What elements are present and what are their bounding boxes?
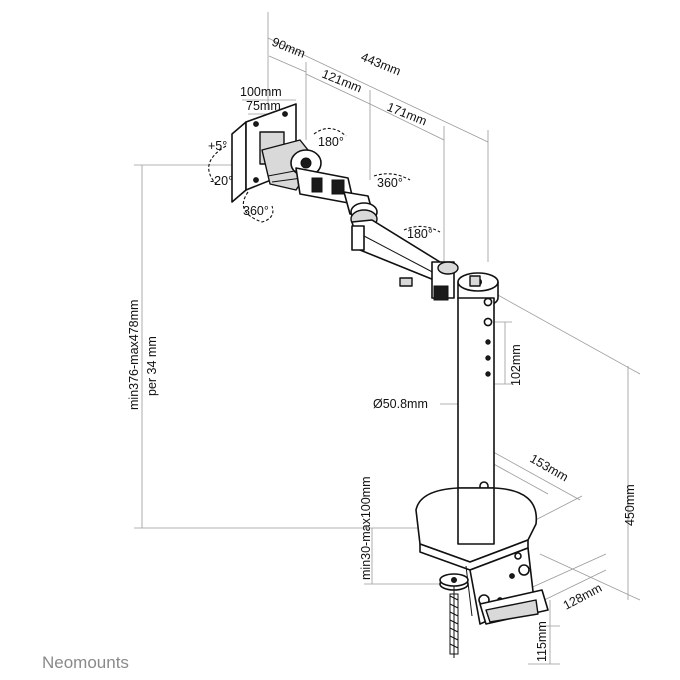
rotation-labels: +5° -20° 360° 180° 360° 180° xyxy=(208,135,433,241)
dim-vesa-100: 100mm xyxy=(240,85,282,99)
label-swivel-3: 180° xyxy=(407,227,433,241)
dim-total-height: 450mm xyxy=(623,484,637,526)
vesa-plate xyxy=(231,121,247,203)
dim-vesa-75: 75mm xyxy=(246,99,281,113)
dim-vesa-offset: 90mm xyxy=(270,35,307,61)
label-rotate-head: 360° xyxy=(243,204,269,218)
label-tilt-up: +5° xyxy=(208,139,227,153)
dimension-labels: 443mm 90mm 121mm 171mm 100mm 75mm 102mm … xyxy=(127,35,637,662)
dimension-lines xyxy=(134,12,641,665)
monitor-arm xyxy=(231,103,549,658)
dim-desk-thickness: min30-max100mm xyxy=(359,476,373,580)
dim-clamp-depth: 153mm xyxy=(528,451,571,484)
dim-arm-segment-2: 171mm xyxy=(385,100,429,129)
label-tilt-down: -20° xyxy=(210,174,233,188)
dim-base-width: 128mm xyxy=(561,581,604,613)
dim-height-step: per 34 mm xyxy=(145,336,159,396)
dim-clamp-opening: 115mm xyxy=(535,621,549,662)
rotation-markers xyxy=(208,127,441,233)
label-swivel-1: 180° xyxy=(318,135,344,149)
dim-height-range: min376-max478mm xyxy=(127,300,141,410)
dim-total-reach: 443mm xyxy=(359,50,403,79)
brand-logo: Neomounts xyxy=(42,653,129,672)
label-swivel-2: 360° xyxy=(377,176,403,190)
dim-pole-holes: 102mm xyxy=(509,344,523,386)
dim-pole-diameter: Ø50.8mm xyxy=(373,397,428,411)
